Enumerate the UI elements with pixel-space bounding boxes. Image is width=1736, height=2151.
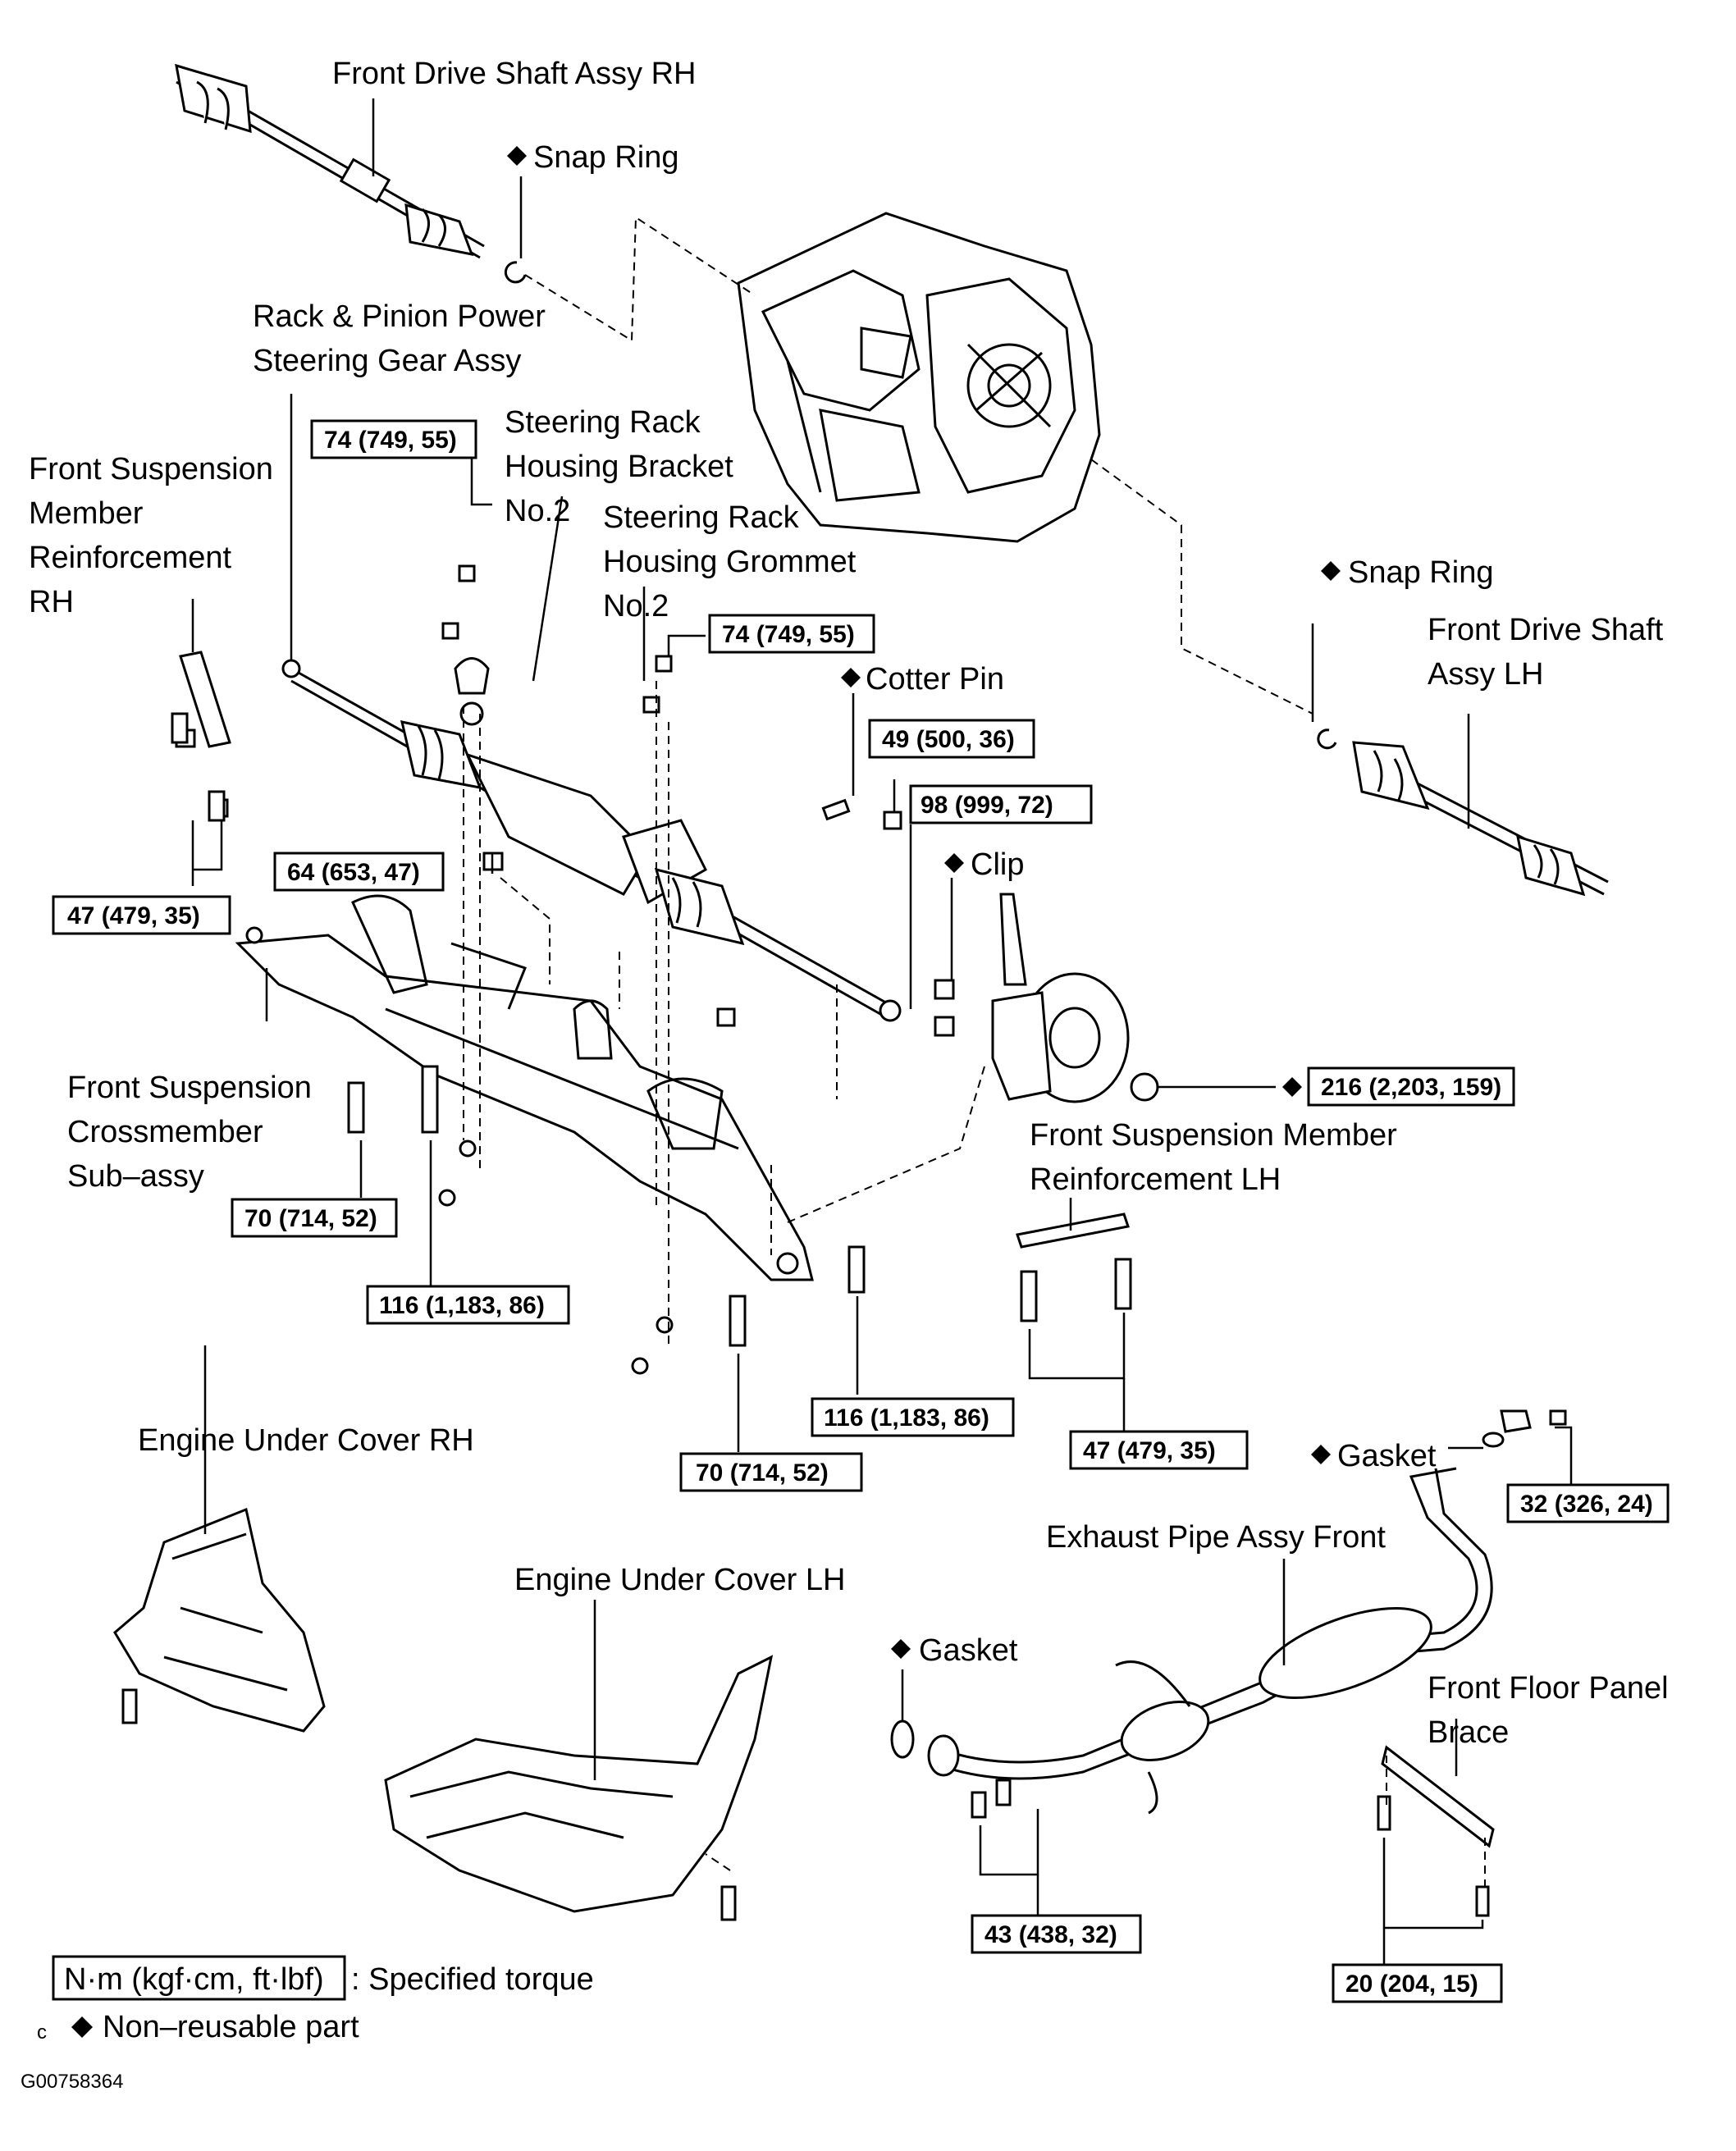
legend-unit-text: : Specified torque [351,1962,594,1997]
leader-lines [191,98,1573,1965]
label-gasket-left: Gasket [919,1633,1018,1668]
label-gasket-top: Gasket [1337,1439,1437,1473]
label-under-cover-rh: Engine Under Cover RH [138,1423,474,1458]
steering-rack-part [281,659,902,1022]
torque-64: 64 (653, 47) [273,852,445,892]
label-member-reinf-rh-3: Reinforcement [29,541,232,575]
label-member-reinf-rh-4: RH [29,585,74,619]
label-drive-shaft-lh-2: Assy LH [1428,657,1543,692]
torque-70-a: 70 (714, 52) [231,1198,398,1238]
label-member-reinf-lh-2: Reinforcement LH [1030,1162,1281,1197]
gasket-top-part [1482,1432,1505,1448]
member-reinforcement-lh-part [1016,1213,1130,1249]
diamond-icon [891,1639,911,1659]
svg-text:70 (714, 52): 70 (714, 52) [244,1205,377,1232]
label-snap-ring-top: Snap Ring [533,140,678,175]
torque-49: 49 (500, 36) [868,719,1035,759]
member-reinforcement-rh-part [179,651,231,748]
svg-text:32 (326, 24): 32 (326, 24) [1520,1491,1653,1518]
label-crossmember-2: Crossmember [67,1115,263,1149]
svg-text:43 (438, 32): 43 (438, 32) [984,1921,1117,1948]
drive-shaft-lh-part [1352,741,1609,897]
svg-text:47 (479, 35): 47 (479, 35) [67,902,200,929]
legend-nonreusable: Non–reusable part [103,2010,359,2044]
label-steering-bracket-1: Steering Rack [505,405,701,440]
svg-text:64 (653, 47): 64 (653, 47) [287,859,420,886]
diamond-icon [507,146,527,166]
figure-id: G00758364 [21,2071,123,2093]
torque-70-b: 70 (714, 52) [679,1452,863,1492]
label-steering-bracket-2: Housing Bracket [505,450,733,484]
diamond-icon [1282,1077,1302,1097]
svg-text:47 (479, 35): 47 (479, 35) [1083,1437,1216,1464]
torque-98: 98 (999, 72) [909,784,1093,824]
label-rack-pinion-1: Rack & Pinion Power [253,299,546,334]
legend-prefix: c [37,2021,47,2044]
svg-text:74 (749, 55): 74 (749, 55) [324,427,457,454]
label-floor-brace-2: Brace [1428,1715,1509,1750]
label-cotter-pin: Cotter Pin [866,662,1004,696]
torque-116-b: 116 (1,183, 86) [811,1397,1015,1437]
svg-text:49 (500, 36): 49 (500, 36) [882,726,1015,753]
label-grommet-2: Housing Grommet [603,545,857,579]
label-floor-brace-1: Front Floor Panel [1428,1671,1669,1706]
snap-ring-right-part [1317,728,1337,750]
engine-under-cover-lh-part [384,1655,774,1913]
torque-20: 20 (204, 15) [1332,1963,1503,2003]
diamond-icon [1321,561,1341,581]
torque-47-a: 47 (479, 35) [52,895,231,935]
label-member-reinf-rh-2: Member [29,496,144,531]
label-clip: Clip [971,847,1024,882]
label-snap-ring-right: Snap Ring [1348,555,1493,590]
label-exhaust-pipe: Exhaust Pipe Assy Front [1046,1520,1386,1555]
floor-panel-brace-part [1381,1745,1495,1848]
label-drive-shaft-rh: Front Drive Shaft Assy RH [332,57,696,91]
diamond-icon [71,2016,93,2038]
svg-text:216 (2,203, 159): 216 (2,203, 159) [1321,1074,1501,1101]
label-grommet-1: Steering Rack [603,500,800,535]
label-steering-bracket-3: No.2 [505,494,570,528]
svg-text:20 (204, 15): 20 (204, 15) [1345,1971,1478,1998]
diamond-icon [1311,1445,1331,1464]
torque-116-a: 116 (1,183, 86) [366,1285,570,1325]
label-grommet-3: No.2 [603,589,669,623]
svg-text:116 (1,183, 86): 116 (1,183, 86) [379,1292,545,1319]
svg-text:98 (999, 72): 98 (999, 72) [921,792,1053,819]
snap-ring-top-part [504,261,527,284]
torque-216: 216 (2,203, 159) [1282,1066,1515,1107]
label-member-reinf-rh-1: Front Suspension [29,452,273,486]
torque-43: 43 (438, 32) [971,1914,1142,1954]
diamond-icon [841,668,861,687]
torque-74-a: 74 (749, 55) [310,419,477,459]
torque-47-b: 47 (479, 35) [1069,1430,1249,1470]
diamond-icon [944,853,964,873]
legend-unit-box: N·m (kgf·cm, ft·lbf) [64,1962,324,1997]
alignment-dashes [463,216,1486,1887]
torque-32: 32 (326, 24) [1506,1483,1670,1523]
label-crossmember-3: Sub–assy [67,1159,204,1194]
drive-shaft-rh-part [175,63,485,259]
crossmember-part [235,894,814,1281]
label-rack-pinion-2: Steering Gear Assy [253,344,521,378]
label-crossmember-1: Front Suspension [67,1071,312,1105]
knuckle-disc-part [991,893,1159,1103]
label-under-cover-lh: Engine Under Cover LH [514,1563,845,1597]
exhaust-pipe-part [927,1467,1493,1815]
label-member-reinf-lh-1: Front Suspension Member [1030,1118,1397,1153]
svg-text:116 (1,183, 86): 116 (1,183, 86) [824,1404,989,1432]
housing-bracket-part [454,657,490,726]
legend: N·m (kgf·cm, ft·lbf) : Specified torque … [37,1955,594,2044]
svg-text:74 (749, 55): 74 (749, 55) [722,621,855,648]
gasket-left-part [890,1719,915,1759]
svg-text:70 (714, 52): 70 (714, 52) [696,1459,829,1487]
label-drive-shaft-lh-1: Front Drive Shaft [1428,613,1664,647]
transaxle-part [737,212,1101,543]
torque-74-b: 74 (749, 55) [708,614,875,654]
